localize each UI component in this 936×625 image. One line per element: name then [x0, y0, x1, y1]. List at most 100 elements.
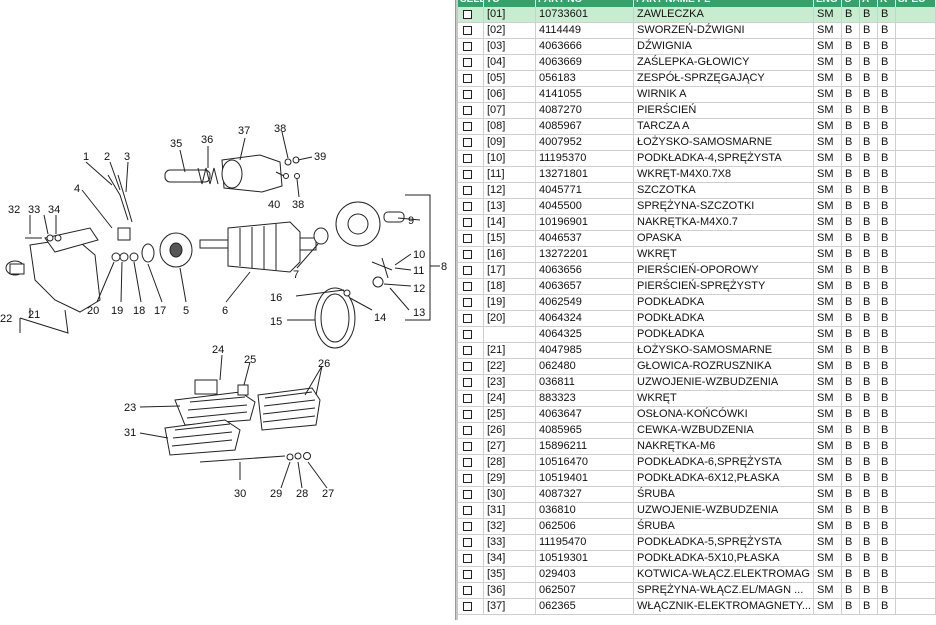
select-cell[interactable] [458, 7, 484, 22]
select-cell[interactable] [458, 151, 484, 166]
column-header[interactable]: SELECT [458, 0, 484, 7]
select-checkbox[interactable] [463, 10, 472, 19]
select-cell[interactable] [458, 375, 484, 390]
select-checkbox[interactable] [463, 282, 472, 291]
callout-label[interactable]: 35 [170, 138, 182, 150]
select-checkbox[interactable] [463, 234, 472, 243]
callout-label[interactable]: 1 [83, 151, 89, 163]
callout-label[interactable]: 9 [408, 215, 414, 227]
select-cell[interactable] [458, 391, 484, 406]
pane-splitter[interactable] [455, 0, 458, 620]
select-checkbox[interactable] [463, 26, 472, 35]
callout-label[interactable]: 32 [8, 204, 20, 216]
select-cell[interactable] [458, 279, 484, 294]
select-checkbox[interactable] [463, 138, 472, 147]
select-cell[interactable] [458, 311, 484, 326]
select-checkbox[interactable] [463, 266, 472, 275]
select-cell[interactable] [458, 439, 484, 454]
select-cell[interactable] [458, 215, 484, 230]
callout-label[interactable]: 10 [413, 249, 425, 261]
select-cell[interactable] [458, 295, 484, 310]
select-cell[interactable] [458, 407, 484, 422]
callout-label[interactable]: 19 [111, 305, 123, 317]
select-cell[interactable] [458, 263, 484, 278]
column-header[interactable]: K [878, 0, 896, 7]
select-checkbox[interactable] [463, 522, 472, 531]
callout-label[interactable]: 3 [124, 151, 130, 163]
callout-label[interactable]: 40 [268, 199, 280, 211]
column-header[interactable]: A [860, 0, 878, 7]
select-checkbox[interactable] [463, 378, 472, 387]
callout-label[interactable]: 26 [318, 358, 330, 370]
select-cell[interactable] [458, 551, 484, 566]
callout-label[interactable]: 23 [124, 402, 136, 414]
select-checkbox[interactable] [463, 250, 472, 259]
select-checkbox[interactable] [463, 106, 472, 115]
callout-label[interactable]: 4 [74, 183, 80, 195]
select-checkbox[interactable] [463, 154, 472, 163]
callout-label[interactable]: 38 [274, 123, 286, 135]
select-checkbox[interactable] [463, 58, 472, 67]
callout-label[interactable]: 27 [322, 488, 334, 500]
select-cell[interactable] [458, 327, 484, 342]
callout-label[interactable]: 2 [104, 151, 110, 163]
callout-label[interactable]: 24 [212, 344, 224, 356]
select-checkbox[interactable] [463, 410, 472, 419]
select-checkbox[interactable] [463, 538, 472, 547]
select-checkbox[interactable] [463, 202, 472, 211]
callout-label[interactable]: 33 [28, 204, 40, 216]
callout-label[interactable]: 17 [154, 305, 166, 317]
select-cell[interactable] [458, 103, 484, 118]
select-cell[interactable] [458, 343, 484, 358]
select-checkbox[interactable] [463, 42, 472, 51]
select-checkbox[interactable] [463, 298, 472, 307]
callout-label[interactable]: 12 [413, 283, 425, 295]
select-cell[interactable] [458, 599, 484, 614]
callout-label[interactable]: 36 [201, 134, 213, 146]
select-checkbox[interactable] [463, 554, 472, 563]
select-checkbox[interactable] [463, 490, 472, 499]
select-cell[interactable] [458, 87, 484, 102]
select-checkbox[interactable] [463, 394, 472, 403]
column-header[interactable]: SPEC [896, 0, 936, 7]
select-cell[interactable] [458, 199, 484, 214]
callout-label[interactable]: 38 [292, 199, 304, 211]
select-checkbox[interactable] [463, 442, 472, 451]
callout-label[interactable]: 21 [28, 309, 40, 321]
select-checkbox[interactable] [463, 122, 472, 131]
select-checkbox[interactable] [463, 170, 472, 179]
select-cell[interactable] [458, 503, 484, 518]
select-checkbox[interactable] [463, 362, 472, 371]
select-checkbox[interactable] [463, 426, 472, 435]
select-cell[interactable] [458, 359, 484, 374]
select-cell[interactable] [458, 455, 484, 470]
select-cell[interactable] [458, 423, 484, 438]
callout-label[interactable]: 31 [124, 427, 136, 439]
callout-label[interactable]: 37 [238, 125, 250, 137]
select-checkbox[interactable] [463, 474, 472, 483]
select-cell[interactable] [458, 519, 484, 534]
